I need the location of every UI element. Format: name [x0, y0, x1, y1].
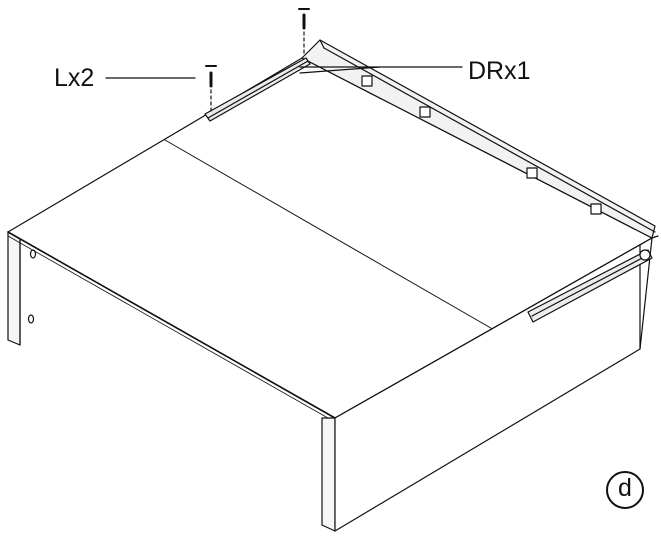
dowel-block: [526, 167, 538, 179]
screw-left: [205, 65, 217, 113]
screw-count-label: Lx2: [54, 64, 95, 92]
step-letter: d: [618, 474, 632, 502]
dowel-block: [590, 203, 602, 215]
drawer-runner-count-label: DRx1: [468, 57, 531, 85]
leader-line-drx1-b: [299, 66, 381, 74]
screw-right: [298, 8, 310, 55]
dowel-block: [419, 106, 431, 118]
drawer-runner-placed: [204, 57, 311, 122]
drawer-runner-installed: [527, 249, 653, 323]
step-badge: d: [606, 471, 644, 509]
dowel-block: [361, 75, 373, 87]
back-rail: [301, 39, 656, 239]
